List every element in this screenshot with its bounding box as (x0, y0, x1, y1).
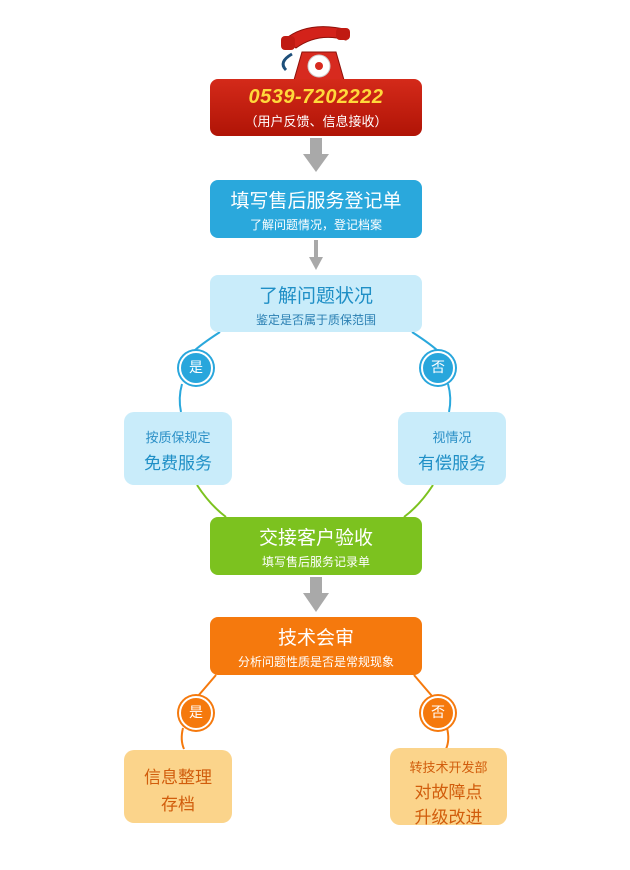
step-accept-subtitle: 填写售后服务记录单 (261, 555, 370, 569)
hotline-note: （用户反馈、信息接收） (244, 115, 388, 130)
branch-archive: 信息整理 存档 (124, 750, 232, 823)
step-review: 技术会审 分析问题性质是否是常规现象 (210, 617, 422, 675)
branch-archive-line1: 信息整理 (144, 768, 212, 788)
decision-yes-badge: 是 (179, 351, 213, 385)
step-register-subtitle: 了解问题情况，登记档案 (249, 218, 382, 232)
branch-archive-line2: 存档 (161, 795, 195, 815)
branch-tech-dept-line2: 对故障点 (414, 783, 483, 803)
step-register: 填写售后服务登记单 了解问题情况，登记档案 (210, 180, 422, 238)
hotline-box: 0539-7202222 （用户反馈、信息接收） (210, 79, 422, 136)
step-understand-title: 了解问题状况 (258, 285, 373, 307)
red-telephone-icon (281, 26, 350, 81)
branch-free-service-line2: 免费服务 (144, 454, 212, 474)
step-register-title: 填写售后服务登记单 (230, 190, 402, 212)
arrow-down-icon (309, 240, 323, 270)
step-review-subtitle: 分析问题性质是否是常规现象 (237, 655, 394, 669)
arrow-down-icon (303, 577, 329, 612)
branch-free-service-line1: 按质保规定 (145, 431, 211, 446)
branch-free-service: 按质保规定 免费服务 (124, 412, 232, 485)
branch-tech-dept-line1: 转技术开发部 (409, 761, 488, 776)
branch-paid-service-line2: 有偿服务 (418, 454, 486, 474)
decision-no-badge: 否 (421, 351, 455, 385)
hotline-phone: 0539-7202222 (248, 86, 384, 108)
arrow-down-icon (303, 138, 329, 172)
step-accept-title: 交接客户验收 (258, 527, 373, 549)
step-understand-subtitle: 鉴定是否属于质保范围 (255, 313, 376, 327)
branch-tech-dept-line3: 升级改进 (414, 808, 483, 828)
decision-no-badge: 否 (421, 696, 455, 730)
branch-tech-dept: 转技术开发部 对故障点 升级改进 (390, 748, 507, 828)
branch-paid-service-line1: 视情况 (432, 431, 472, 446)
step-review-title: 技术会审 (277, 627, 354, 649)
step-accept: 交接客户验收 填写售后服务记录单 (210, 517, 422, 575)
step-understand: 了解问题状况 鉴定是否属于质保范围 (210, 275, 422, 332)
decision-yes-badge: 是 (179, 696, 213, 730)
branch-paid-service: 视情况 有偿服务 (398, 412, 506, 485)
